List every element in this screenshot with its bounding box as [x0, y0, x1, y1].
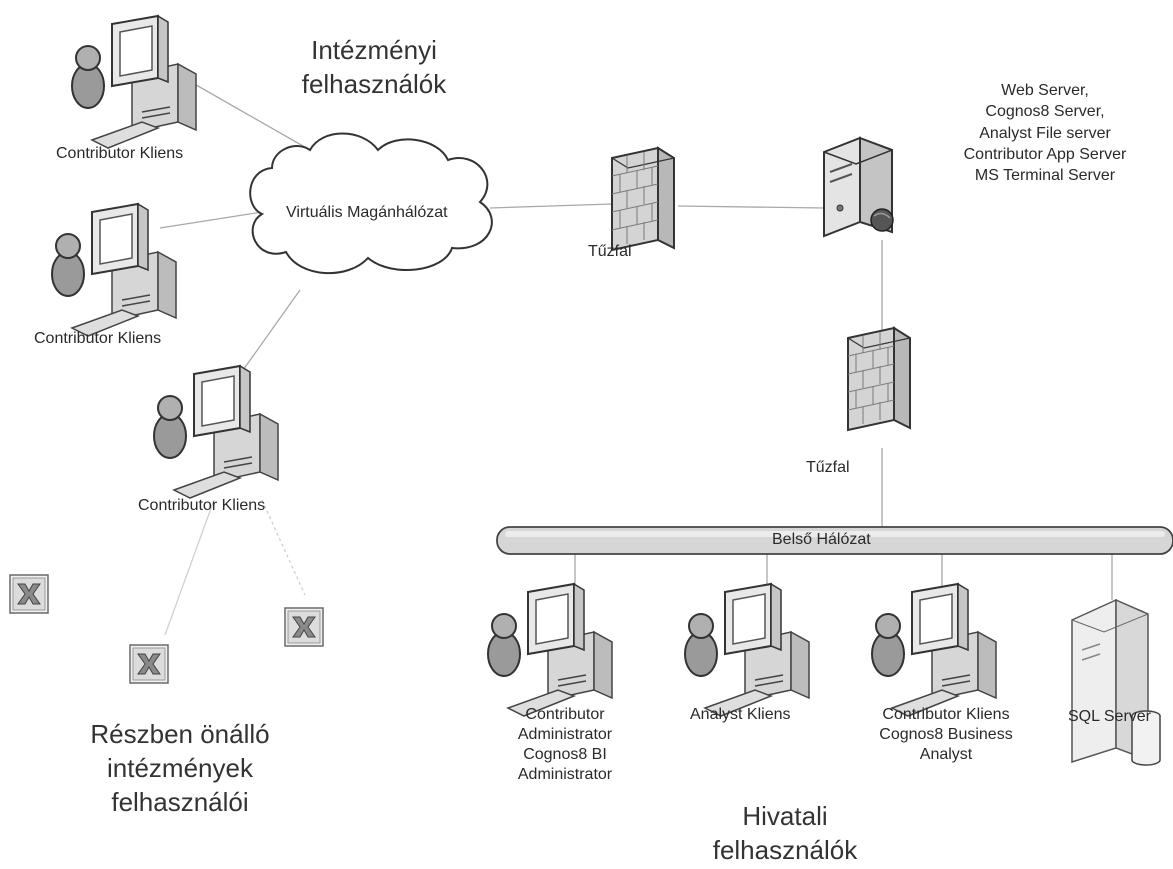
user-workstation-icon-b	[51, 203, 177, 337]
excel-file-icon-1	[9, 574, 49, 614]
client-a-label: Contributor Kliens	[56, 145, 184, 162]
server-role-2: Cognos8 Server,	[985, 103, 1105, 121]
excel-file-icon-2	[129, 644, 169, 684]
connection-lines	[159, 69, 1113, 636]
partial-institutions-title: Részben önálló intézmények felhasználói	[60, 718, 300, 819]
institutional-title-line-1: Intézményi	[311, 35, 437, 65]
vpn-label: Virtuális Magánhálózat	[286, 204, 448, 221]
firewall-label-2: Tűzfal	[806, 459, 850, 476]
excel-file-icon-3	[284, 607, 324, 647]
server-role-3: Analyst File server	[979, 124, 1111, 142]
server-role-5: MS Terminal Server	[974, 167, 1116, 185]
user-workstation-icon-f	[871, 583, 997, 717]
cloud-icon	[249, 132, 493, 275]
firewall-icon-2	[847, 327, 911, 431]
firewall-label-1: Tűzfal	[588, 243, 632, 260]
client-c-label: Contributor Kliens	[138, 497, 266, 514]
office-users-title: Hivatali felhasználók	[690, 800, 880, 868]
firewall-icon-1	[611, 147, 675, 251]
user-workstation-icon-c	[153, 365, 279, 499]
server-icon	[823, 136, 894, 238]
institutional-title-line-2: felhasználók	[301, 68, 447, 99]
partial-title-line-1: Részben önálló	[90, 719, 270, 749]
client-b-label: Contributor Kliens	[34, 330, 162, 347]
institutional-users-title: Intézményi felhasználók	[284, 34, 464, 102]
server-role-4: Contributor App Server	[963, 145, 1127, 163]
internal-network-label: Belső Hálózat	[772, 531, 871, 548]
sql-server-label: SQL Server	[1068, 708, 1151, 725]
partial-title-line-2: intézmények	[107, 752, 253, 783]
server-role-1: Web Server,	[1001, 82, 1089, 99]
internal-network-bus	[496, 526, 1173, 555]
database-server-icon	[1071, 598, 1161, 766]
office-client-1-label: Contributor Administrator Cognos8 BI Adm…	[517, 706, 613, 783]
user-workstation-icon-e	[684, 583, 810, 717]
partial-title-line-3: felhasználói	[111, 786, 249, 817]
office-title-line-2: felhasználók	[712, 834, 858, 865]
user-workstation-icon-d	[487, 583, 613, 717]
office-client-2-label: Analyst Kliens	[690, 706, 791, 723]
office-title-line-1: Hivatali	[742, 801, 828, 831]
user-workstation-icon-a	[71, 15, 197, 149]
office-client-3-label: Contributor Kliens Cognos8 Business Anal…	[879, 706, 1013, 763]
server-roles-label: Web Server, Cognos8 Server, Analyst File…	[940, 80, 1150, 186]
